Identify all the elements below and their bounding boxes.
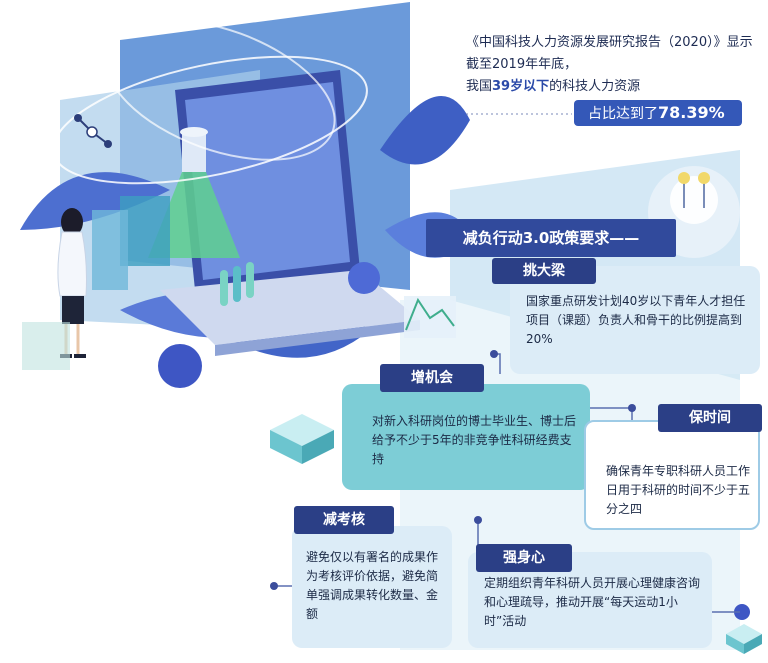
sphere [158,344,202,388]
section-tag-5: 强身心 [476,544,572,572]
molecule-atom [74,114,82,122]
sphere [734,604,750,620]
flask-neck [182,132,206,172]
percentage-pill: 占比达到了78.39% [574,100,742,126]
leaf-1 [20,172,170,230]
orbit-ring [104,19,336,161]
pct-value: 78.39% [658,103,725,122]
test-tube [233,266,241,302]
window-panel [92,210,128,290]
section-tag-3: 保时间 [658,404,762,432]
window-panel [120,196,170,266]
test-tube [246,262,254,298]
iso-box [270,414,334,464]
intro-text: 《中国科技人力资源发展研究报告（2020）》显示 截至2019年年底， 我国39… [466,32,753,98]
section-text: 确保青年专职科研人员工作日用于科研的时间不少于五分之四 [606,464,751,516]
section-text: 定期组织青年科研人员开展心理健康咨询和心理疏导，推动开展“每天运动1小时”活动 [484,576,701,628]
intro-line-2: 截至2019年年底， [466,57,578,72]
section-card-3: 确保青年专职科研人员工作日用于科研的时间不少于五分之四 [584,420,760,530]
molecule-atom [86,126,98,138]
flask-mouth [180,127,208,137]
intro-line-3-pre: 我国 [466,79,493,94]
test-tube [220,270,228,306]
section-text: 对新入科研岗位的博士毕业生、博士后给予不少于5年的非竞争性科研经费支持 [372,414,577,466]
intro-highlight: 39岁以下 [492,79,550,94]
section-tag-2: 增机会 [380,364,484,392]
section-card-4: 避免仅以有署名的成果作为考核评价依据，避免简单强调成果转化数量、金额 [292,526,452,648]
intro-line-3-post: 的科技人力资源 [549,79,641,94]
sphere [348,262,380,294]
orbit-ring [52,55,368,185]
policy-banner: 减负行动3.0政策要求—— [426,219,676,257]
mini-chart-line [405,297,455,331]
leaf-4 [380,96,470,165]
section-card-1: 国家重点研发计划40岁以下青年人才担任项目（课题）负责人和骨干的比例提高到20% [510,266,760,374]
section-tag-1: 挑大梁 [492,258,596,284]
iso-box-small [726,624,762,654]
section-text: 避免仅以有署名的成果作为考核评价依据，避免简单强调成果转化数量、金额 [306,550,439,621]
molecule-atom [104,140,112,148]
intro-line-3: 我国39岁以下的科技人力资源 [466,76,753,98]
section-tag-4: 减考核 [294,506,394,534]
flask-body [148,172,240,258]
intro-line-1: 《中国科技人力资源发展研究报告（2020）》显示 [466,35,753,50]
pct-label: 占比达到了 [588,106,658,122]
section-card-2: 对新入科研岗位的博士毕业生、博士后给予不少于5年的非竞争性科研经费支持 [342,384,590,490]
floor-tile [22,322,70,370]
section-text: 国家重点研发计划40岁以下青年人才担任项目（课题）负责人和骨干的比例提高到20% [526,294,746,346]
laptop-edge [215,320,420,356]
